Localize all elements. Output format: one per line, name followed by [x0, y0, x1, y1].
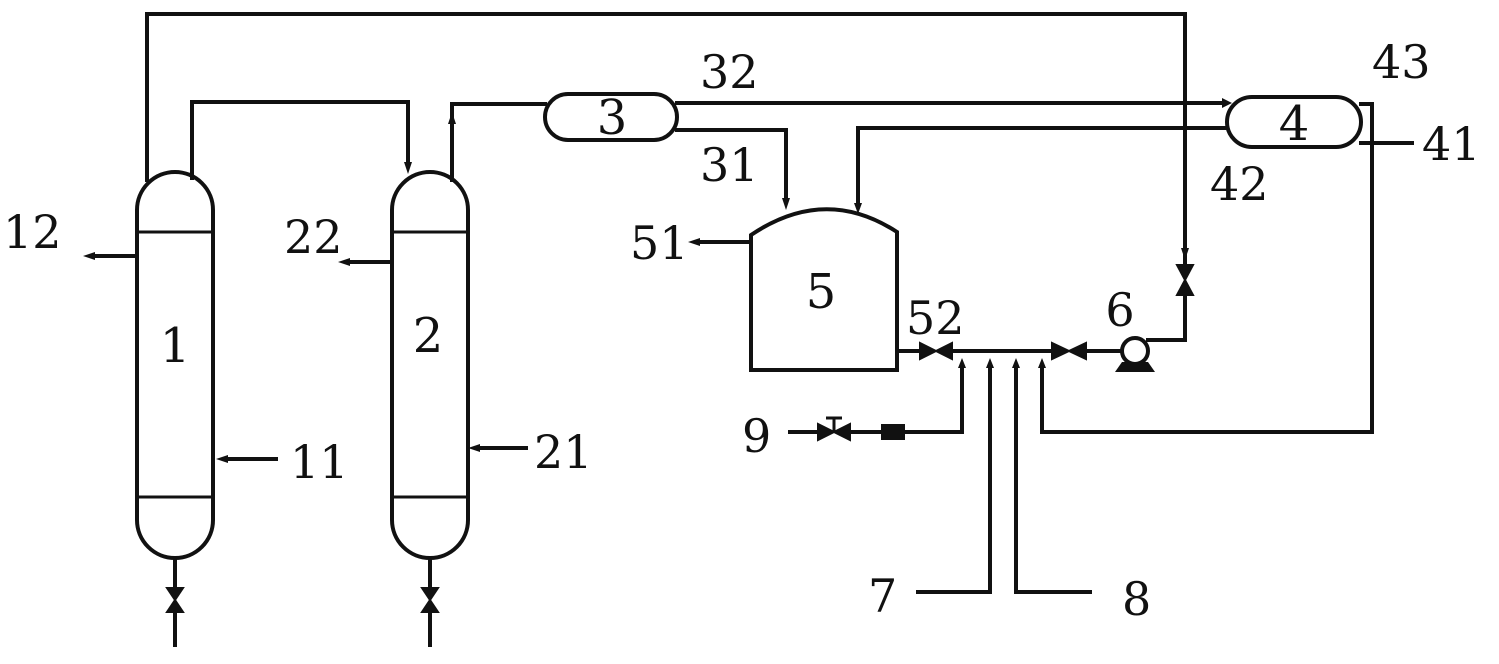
label-11: 11 — [290, 435, 349, 489]
flowmeter-stream-9 — [881, 424, 905, 440]
label-51: 51 — [630, 216, 689, 270]
label-43: 43 — [1372, 35, 1431, 89]
label-7: 7 — [868, 569, 897, 623]
label-42: 42 — [1210, 157, 1269, 211]
drum-3: 3 — [543, 90, 679, 146]
valve-drain-1 — [165, 587, 185, 613]
label-41: 41 — [1422, 117, 1481, 171]
label-31: 31 — [700, 138, 759, 192]
label-8: 8 — [1122, 572, 1151, 626]
stream-labels: 12 22 11 21 32 31 51 52 43 41 42 9 7 8 — [3, 35, 1481, 626]
valves — [165, 264, 1195, 613]
valve-drain-2 — [420, 587, 440, 613]
valve-stream-9 — [817, 416, 851, 442]
valve-pump-suction — [1051, 341, 1087, 361]
drum-3-label: 3 — [597, 90, 628, 146]
label-9: 9 — [742, 409, 771, 463]
label-12: 12 — [3, 205, 62, 259]
column-1: 1 — [135, 170, 215, 560]
column-2: 2 — [390, 170, 470, 560]
pump-6-label: 6 — [1105, 283, 1134, 337]
column-2-label: 2 — [413, 308, 444, 364]
drum-4-label: 4 — [1279, 96, 1310, 152]
label-52: 52 — [906, 291, 965, 345]
label-32: 32 — [700, 45, 759, 99]
pump-6: 6 — [1105, 283, 1155, 372]
piping — [93, 12, 1414, 647]
column-1-label: 1 — [160, 318, 191, 374]
label-21: 21 — [534, 425, 593, 479]
drum-4: 4 — [1225, 95, 1363, 152]
flow-arrows — [83, 98, 1232, 463]
valve-top-loop — [1175, 264, 1195, 296]
label-22: 22 — [284, 210, 343, 264]
tank-5-label: 5 — [806, 264, 837, 320]
valve-52 — [919, 341, 953, 361]
tank-5: 5 — [749, 207, 899, 372]
